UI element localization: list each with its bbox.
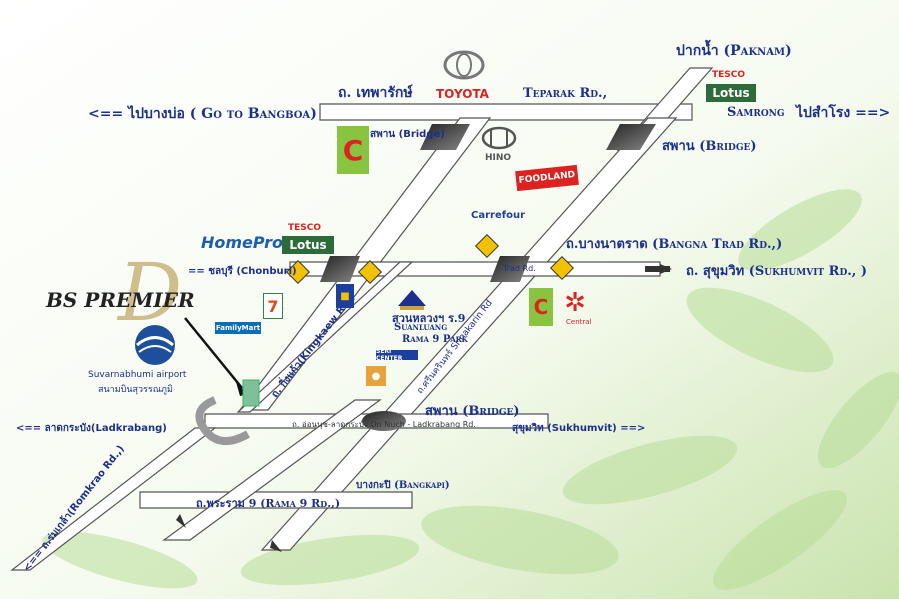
- label-bangboa: <== ไปบางบ่อ ( Go to Bangboa): [88, 106, 317, 122]
- carrefour-label: Carrefour: [471, 210, 526, 221]
- hotel-pointer: [184, 317, 243, 389]
- label-suanluang-thai: สวนหลวงฯ ร.9: [392, 312, 466, 325]
- shop-logo-icon: ■: [336, 284, 354, 308]
- tesco-top-label: TESCO: [712, 70, 746, 80]
- arrow-down-icon: [270, 540, 282, 552]
- traffic-signs: [285, 233, 575, 285]
- hino-logo-icon: [481, 126, 517, 150]
- direction-arrows: [176, 264, 672, 552]
- roads: [10, 67, 714, 571]
- pavilion-icon: [398, 290, 426, 310]
- label-bangkapi: บางกะปิ (Bangkapi): [356, 480, 450, 491]
- road-teparak: [319, 103, 693, 121]
- homepro-logo: HomePro: [200, 232, 284, 252]
- label-sukhumvit-top: ถ. สุขุมวิท (Sukhumvit Rd., ): [686, 264, 867, 279]
- label-rama9: ถ.พระราม 9 (Rama 9 Rd.,): [196, 497, 341, 510]
- u-turn-sign-icon: [357, 259, 383, 285]
- label-samrong-en: Samrong: [727, 105, 785, 120]
- label-bridge-mid: สพาน (Bridge): [425, 404, 520, 419]
- label-ladkrabang: <== ลาดกระบัง(Ladkrabang): [16, 423, 167, 434]
- toyota-logo-icon: [443, 50, 485, 80]
- airport-loop: [195, 396, 250, 445]
- road-motorway: [236, 261, 414, 413]
- lotus-top-logo: Lotus: [706, 84, 756, 102]
- bigc-mid-logo-icon: C: [529, 288, 553, 326]
- label-samrong-thai: ไปสำโรง ==>: [796, 105, 891, 121]
- label-teparak-en: Teparak Rd.,: [523, 86, 608, 101]
- hotel-building-icon: [242, 379, 260, 407]
- u-turn-sign-icon: [285, 259, 311, 285]
- toyota-label: TOYOTA: [436, 87, 489, 101]
- road-rama9-link: [162, 399, 382, 541]
- label-airport-thai: สนามบินสุวรรณภูมิ: [98, 385, 173, 395]
- central-logo-icon: ✲: [564, 288, 586, 318]
- u-turn-sign-icon: [549, 255, 575, 281]
- bridge-srinakarin-mid: [490, 256, 530, 282]
- seri-center-logo: SERI CENTER: [376, 348, 418, 362]
- arrow-down-icon-2: [176, 514, 186, 528]
- hotel-emblem-icon: D: [116, 246, 182, 339]
- label-onnuch: ถ. อ่อนนุช-ลาดกระบัง On Nuch - Ladkraban…: [292, 420, 476, 429]
- label-bangna-trad: ถ.บางนาตราด (Bangna Trad Rd.,): [566, 237, 783, 252]
- label-sukhumvit-bottom: สุขุมวิท (Sukhumvit) ==>: [512, 423, 646, 434]
- tesco-mid-label: TESCO: [288, 223, 322, 233]
- hino-label: HINO: [485, 153, 512, 163]
- label-trad-rd: Trad Rd.: [503, 264, 536, 273]
- label-hotel: BS PREMIER: [46, 288, 195, 312]
- familymart-logo: FamilyMart: [215, 322, 261, 334]
- bridge-bangna: [320, 256, 360, 282]
- u-turn-sign-icon: [474, 233, 500, 259]
- arrow-shaft-icon: [645, 266, 670, 272]
- road-srinakarin: [260, 117, 678, 551]
- airport-logo-icon: [135, 325, 175, 365]
- label-chonburi: == ชลบุรี (Chonburi): [188, 266, 297, 277]
- label-rama9-park: Rama 9 Park: [402, 334, 468, 345]
- label-teparak-thai: ถ. เทพารักษ์: [338, 85, 413, 101]
- label-bridge-small: สพาน (Bridge): [370, 129, 445, 140]
- central-label: Central: [566, 318, 592, 326]
- bridge-srinakarin-top: [606, 124, 656, 150]
- label-airport-en: Suvarnabhumi airport: [88, 370, 187, 380]
- label-bridge-top: สพาน (Bridge): [662, 139, 757, 154]
- label-paknam: ปากน้ำ (Paknam): [676, 43, 792, 59]
- bridge-onnuch: [362, 411, 406, 431]
- bigc-logo-icon: C: [337, 126, 369, 174]
- lotus-mid-logo: Lotus: [282, 236, 334, 254]
- label-suanluang-en: Suanluang: [394, 322, 448, 333]
- bridges: [320, 124, 656, 431]
- road-rama9: [139, 491, 413, 509]
- seven-eleven-logo: 7: [263, 293, 283, 319]
- mall-logo-icon: ●: [366, 366, 386, 386]
- bridge-kingkaew-top: [420, 124, 470, 150]
